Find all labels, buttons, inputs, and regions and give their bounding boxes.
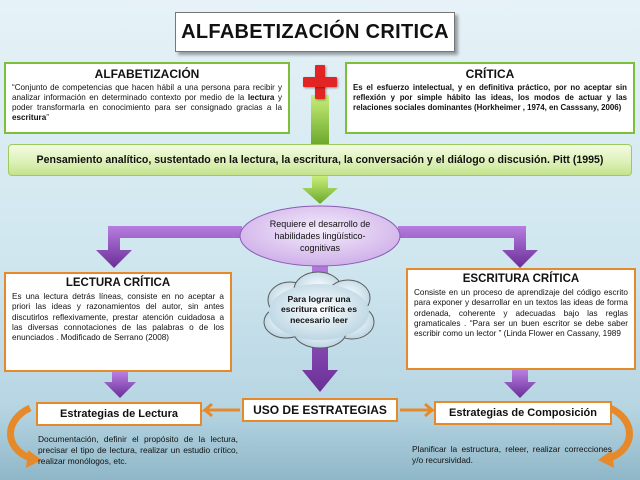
uso-estrategias-box: USO DE ESTRATEGIAS [242,398,398,422]
alfabetizacion-heading: ALFABETIZACIÓN [94,67,200,81]
orange-curve-left-head [26,450,42,468]
orange-curve-left [7,404,32,462]
critica-box: CRÍTICA Es el esfuerzo intelectual, y en… [345,62,635,134]
purple-arrow-right [398,226,538,268]
page-title: ALFABETIZACIÓN CRITICA [175,12,455,52]
critica-text: Es el esfuerzo intelectual, y en definit… [353,83,627,112]
escritura-critica-heading: ESCRITURA CRÍTICA [462,273,580,285]
plus-icon: + [300,62,340,102]
estrategias-composicion-box: Estrategias de Composición [434,401,612,425]
critica-heading: CRÍTICA [465,67,515,81]
escritura-critica-text: Consiste en un proceso de aprendizaje de… [414,288,628,338]
orange-arrow-left [200,402,240,418]
pensamiento-bar: Pensamiento analítico, sustentado en la … [8,144,632,176]
purple-arrow-left [96,226,242,268]
escritura-critica-box: ESCRITURA CRÍTICA Consiste en un proceso… [406,268,636,370]
green-arrow-down [302,176,338,204]
estrategias-lectura-text: Documentación, definir el propósito de l… [38,434,238,467]
cloud-shape [263,271,375,349]
green-connector [311,95,329,145]
requiere-text: Requiere el desarrollo de habilidades li… [269,218,371,254]
cloud-text: Para lograr una escritura crítica es nec… [281,294,357,325]
lectura-critica-text: Es una lectura detrás líneas, consiste e… [12,292,224,342]
estrategias-composicion-text: Planificar la estructura, releer, realiz… [412,444,612,466]
alfabetizacion-text: “Conjunto de competencias que hacen hábi… [12,83,282,123]
alfabetizacion-box: ALFABETIZACIÓN “Conjunto de competencias… [4,62,290,134]
lectura-critica-heading: LECTURA CRÍTICA [65,277,171,289]
estrategias-lectura-box: Estrategias de Lectura [36,402,202,426]
lectura-critica-box: LECTURA CRÍTICA Es una lectura detrás lí… [4,272,232,372]
orange-curve-right [608,404,633,462]
orange-arrow-right [400,402,437,418]
orange-curve-right-head [598,450,614,468]
purple-arrow-lectura [104,372,136,398]
purple-arrow-escritura [504,370,536,398]
pensamiento-text: Pensamiento analítico, sustentado en la … [36,154,604,166]
requiere-ellipse [239,205,401,267]
